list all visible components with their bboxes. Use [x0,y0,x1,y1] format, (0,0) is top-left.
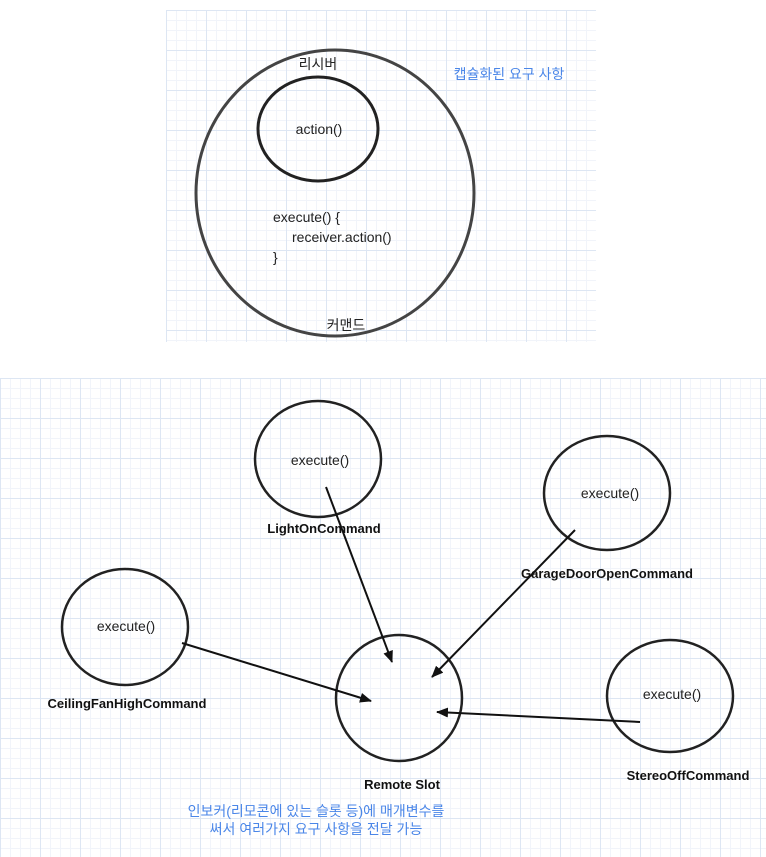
execute-line-2: receiver.action() [292,229,392,245]
invoker-note-line-2: 써서 여러가지 요구 사항을 전달 가능 [210,821,423,837]
arrow-stereo-off-to-remote [436,707,641,723]
encapsulated-request-note: 캡슐화된 요구 사항 [454,66,565,82]
arrow-garage-door-to-remote [431,529,576,678]
light-on-command-circle [253,399,383,519]
garage-door-open-command-label: GarageDoorOpenCommand [521,566,693,581]
top-diagram-panel [166,10,596,342]
ceiling-fan-high-command-label: CeilingFanHighCommand [48,696,207,711]
stereo-off-execute: execute() [643,686,701,702]
light-on-command-label: LightOnCommand [267,521,380,536]
execute-line-1: execute() { [273,209,340,225]
execute-line-3: } [273,249,278,265]
garage-door-open-command-circle [542,434,672,552]
remote-slot-circle [334,633,464,763]
light-on-execute: execute() [291,452,349,468]
arrow-ceiling-fan-to-remote [181,642,372,703]
receiver-circle [256,75,380,183]
remote-slot-label: Remote Slot [364,777,441,792]
bottom-diagram-panel [0,378,766,857]
invoker-note-line-1: 인보커(리모콘에 있는 슬롯 등)에 매개변수를 [188,803,445,819]
ceiling-fan-execute: execute() [97,618,155,634]
command-circle [194,48,476,338]
garage-door-execute: execute() [581,485,639,501]
ceiling-fan-high-command-circle [60,567,190,687]
action-method: action() [296,121,343,137]
arrow-light-on-to-remote [325,486,393,663]
stereo-off-command-circle [605,638,735,754]
command-label: 커맨드 [327,317,366,333]
stereo-off-command-label: StereoOffCommand [627,768,750,783]
receiver-label: 리시버 [299,56,338,72]
